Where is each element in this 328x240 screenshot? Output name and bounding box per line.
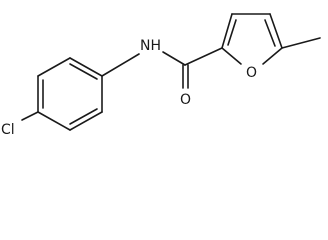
bond bbox=[69, 108, 98, 125]
bond bbox=[69, 63, 98, 80]
furan-ring bbox=[221, 13, 283, 65]
bond bbox=[162, 51, 186, 66]
bond bbox=[262, 47, 283, 65]
bond bbox=[37, 57, 71, 77]
atom-label-cl: Cl bbox=[1, 122, 15, 138]
bond bbox=[37, 111, 71, 131]
bond bbox=[281, 37, 321, 49]
bond bbox=[21, 111, 39, 121]
bond bbox=[264, 19, 276, 47]
chemical-structure-diagram: Cl NH O O bbox=[1, 13, 321, 138]
atom-label-o-ring: O bbox=[246, 65, 257, 81]
bond bbox=[227, 19, 237, 46]
bond bbox=[101, 53, 140, 77]
bond bbox=[69, 57, 103, 77]
atom-label-o-carbonyl: O bbox=[180, 92, 191, 108]
bond bbox=[269, 13, 283, 49]
bond bbox=[221, 47, 242, 65]
bond bbox=[69, 111, 103, 131]
bond bbox=[221, 13, 233, 49]
chlorophenyl-ring bbox=[37, 57, 103, 131]
bond bbox=[184, 47, 223, 66]
atom-label-nh: NH bbox=[140, 38, 161, 54]
